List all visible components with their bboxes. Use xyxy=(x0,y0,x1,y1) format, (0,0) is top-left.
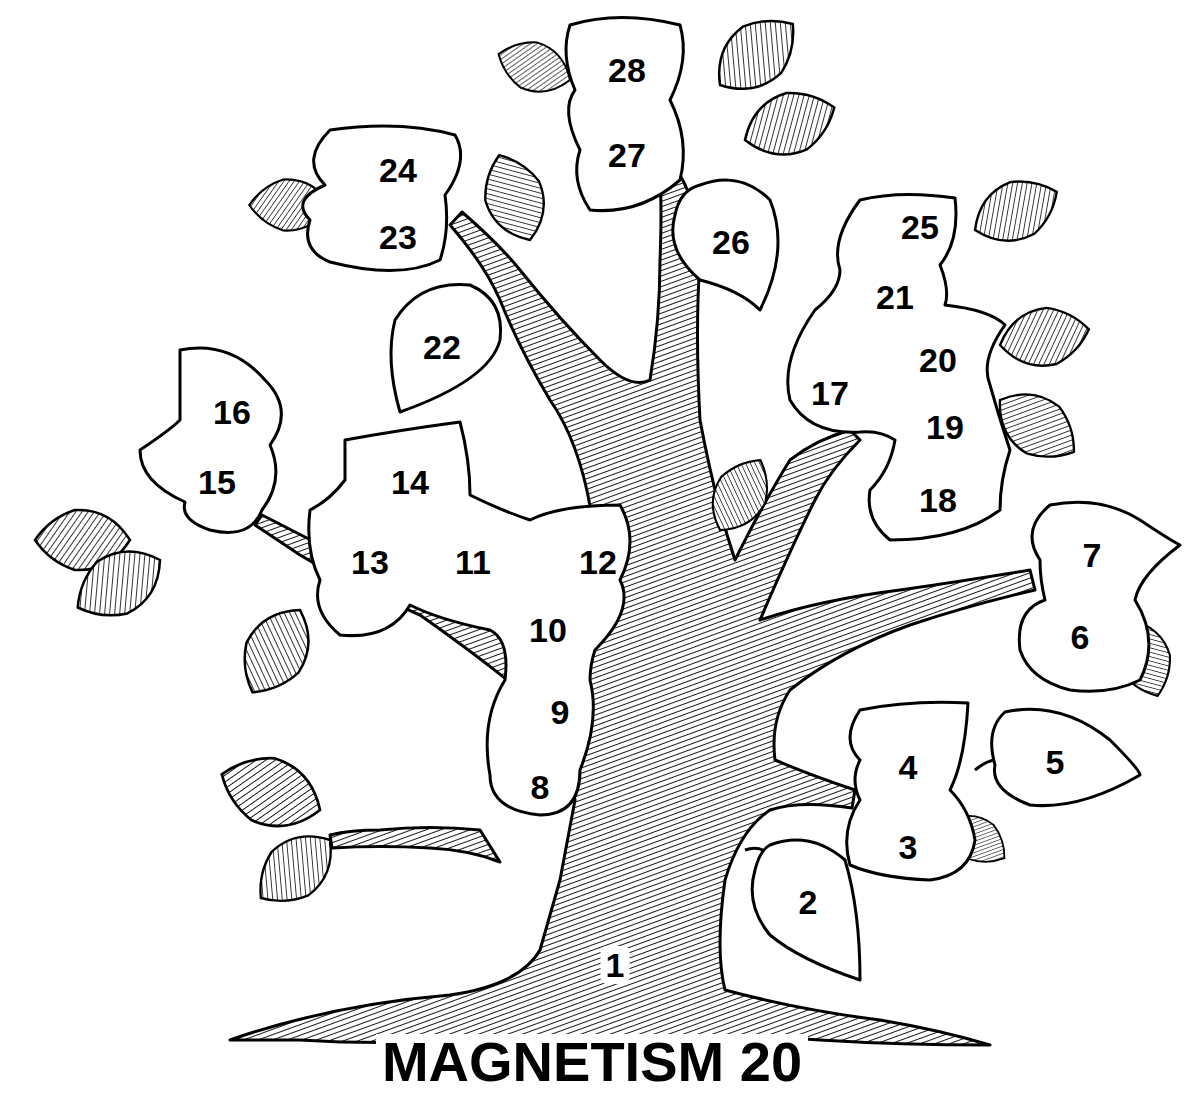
diagram-title: MAGNETISM 20 xyxy=(376,1034,808,1090)
leaf-shape: 28 27 xyxy=(555,10,705,220)
callout-number: 14 xyxy=(391,465,429,499)
leaf-shape: 5 xyxy=(985,700,1142,810)
callout-number: 22 xyxy=(423,330,461,364)
callout-number: 5 xyxy=(1046,745,1065,779)
callout-number: 17 xyxy=(811,376,849,410)
callout-number: 23 xyxy=(379,220,417,254)
callout-number: 2 xyxy=(799,885,818,919)
leaf-outline xyxy=(135,340,295,535)
leaf-outline xyxy=(778,188,1013,544)
leaf-shape: 26 xyxy=(665,168,790,313)
callout-number: 21 xyxy=(876,280,914,314)
leaf-outline xyxy=(295,120,475,285)
callout-number: 6 xyxy=(1071,620,1090,654)
tree-trunk xyxy=(230,175,1035,1045)
callout-number: 4 xyxy=(899,750,918,784)
leaf-outline xyxy=(555,10,705,220)
leaf-shape: 43 xyxy=(838,700,978,882)
leaf-shape: 25 2120 17 19 18 xyxy=(778,188,1013,544)
callout-number: 12 xyxy=(579,545,617,579)
leaf-shape: 22 xyxy=(385,278,505,415)
callout-number: 3 xyxy=(899,830,918,864)
callout-number: 16 xyxy=(213,395,251,429)
callout-number: 1 xyxy=(601,946,630,984)
leaf-shape: 76 xyxy=(1015,495,1183,695)
hatched-leaves xyxy=(35,1,1182,920)
callout-number: 18 xyxy=(919,483,957,517)
callout-number: 9 xyxy=(551,695,570,729)
callout-number: 7 xyxy=(1083,538,1102,572)
callout-number: 20 xyxy=(919,343,957,377)
leaf-outline xyxy=(1015,495,1183,695)
callout-number: 10 xyxy=(529,613,567,647)
leaf-outline xyxy=(305,418,640,818)
callout-number: 19 xyxy=(926,410,964,444)
callout-number: 11 xyxy=(455,545,491,579)
callout-number: 26 xyxy=(712,225,750,259)
leaf-shape: 1615 xyxy=(135,340,295,535)
callout-number: 13 xyxy=(351,545,389,579)
callout-number: 28 xyxy=(608,53,646,87)
leaf-shape: 14 13 11 12 10 9 8 xyxy=(305,418,640,818)
callout-number: 24 xyxy=(379,153,417,187)
callout-number: 15 xyxy=(198,465,236,499)
callout-number: 25 xyxy=(901,210,939,244)
callout-number: 8 xyxy=(531,770,550,804)
leaf-shape: 2 xyxy=(745,832,862,982)
callout-number: 27 xyxy=(608,138,646,172)
leaf-shape: 24 23 xyxy=(295,120,475,285)
